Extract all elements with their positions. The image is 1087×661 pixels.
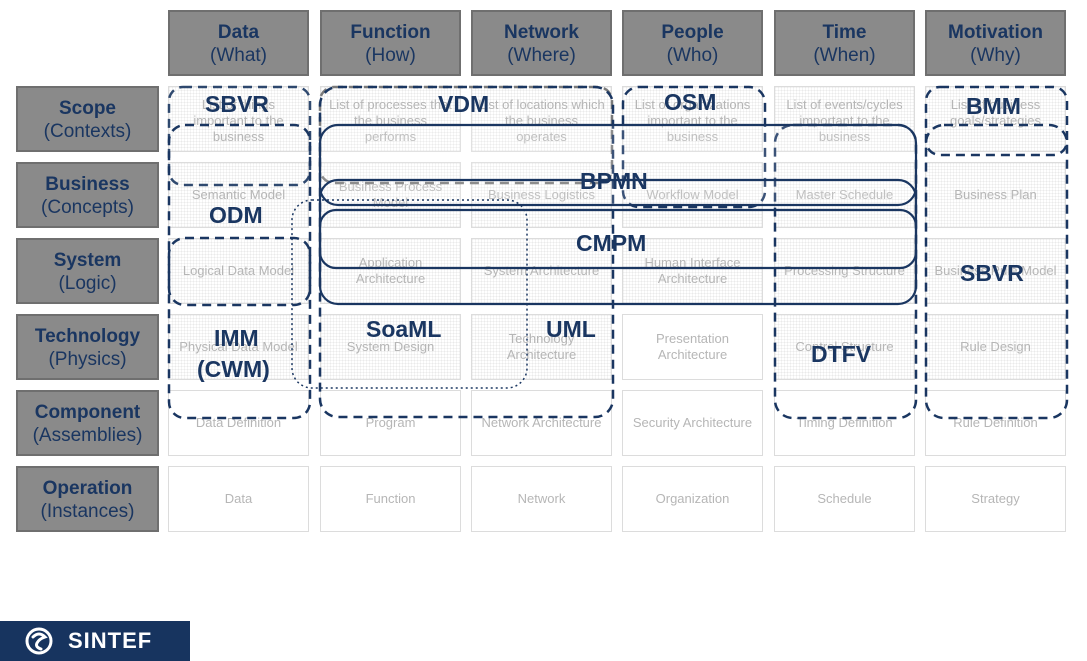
- cell-component-time: Timing Definition: [774, 390, 915, 456]
- cell-system-data: Logical Data Model: [168, 238, 309, 304]
- column-title: Motivation: [948, 22, 1043, 43]
- cell-technology-data: Physical Data Model: [168, 314, 309, 380]
- column-header-people: People (Who): [622, 10, 763, 76]
- column-title: Time: [822, 22, 867, 43]
- row-subtitle: (Physics): [48, 349, 127, 370]
- label-imm: IMM: [214, 325, 259, 351]
- row-title: Business: [45, 174, 130, 195]
- cell-operation-data: Data: [168, 466, 309, 532]
- cell-operation-time: Schedule: [774, 466, 915, 532]
- row-title: Component: [34, 402, 141, 423]
- cell-operation-network: Network: [471, 466, 612, 532]
- sintef-logo-text: SINTEF: [68, 628, 153, 653]
- label-dtfv: DTFV: [811, 341, 872, 367]
- label-sbvr-motivation: SBVR: [960, 260, 1024, 286]
- bmm-region: [924, 85, 1069, 157]
- osm-region: [621, 85, 767, 209]
- cell-system-motivation: Business Rule Model: [925, 238, 1066, 304]
- column-subtitle: (Where): [507, 45, 576, 66]
- column-title: Function: [350, 22, 431, 43]
- row-title: Technology: [34, 326, 141, 347]
- column-header-function: Function (How): [320, 10, 461, 76]
- row-header-operation: Operation (Instances): [16, 466, 159, 532]
- cell-business-function: Business Process Model: [320, 162, 461, 228]
- cell-component-data: Data Definition: [168, 390, 309, 456]
- column-title: Data: [217, 22, 260, 43]
- imm-region: [167, 236, 312, 420]
- label-osm: OSM: [664, 89, 717, 115]
- column-header-network: Network (Where): [471, 10, 612, 76]
- sintef-logo: SINTEF: [0, 621, 190, 661]
- label-bmm: BMM: [966, 93, 1021, 119]
- column-subtitle: (What): [210, 45, 267, 66]
- label-bpmn: BPMN: [580, 168, 648, 194]
- label-sbvr-scope: SBVR: [205, 91, 269, 117]
- cell-component-people: Security Architecture: [622, 390, 763, 456]
- cell-business-network: Business Logistics: [471, 162, 612, 228]
- sintef-swirl-icon: [25, 627, 53, 655]
- column-title: Network: [504, 22, 579, 43]
- cell-technology-function: System Design: [320, 314, 461, 380]
- cell-operation-motivation: Strategy: [925, 466, 1066, 532]
- cell-business-time: Master Schedule: [774, 162, 915, 228]
- row-subtitle: (Logic): [58, 273, 117, 294]
- cell-component-network: Network Architecture: [471, 390, 612, 456]
- cell-component-function: Program: [320, 390, 461, 456]
- cell-system-time: Processing Structure: [774, 238, 915, 304]
- cell-system-people: Human Interface Architecture: [622, 238, 763, 304]
- label-cmpm: CMPM: [576, 230, 647, 256]
- row-header-business: Business (Concepts): [16, 162, 159, 228]
- row-header-system: System (Logic): [16, 238, 159, 304]
- cell-operation-function: Function: [320, 466, 461, 532]
- row-title: System: [53, 250, 122, 271]
- label-soaml: SoaML: [366, 316, 442, 342]
- cell-business-data: Semantic Model: [168, 162, 309, 228]
- cell-business-motivation: Business Plan: [925, 162, 1066, 228]
- row-title: Scope: [58, 98, 117, 119]
- cmpm-region-inner: [318, 208, 918, 270]
- cell-system-network: System Architecture: [471, 238, 612, 304]
- sbvr-motivation-region: [924, 123, 1069, 420]
- cell-business-people: Workflow Model: [622, 162, 763, 228]
- column-title: People: [661, 22, 724, 43]
- column-subtitle: (Who): [666, 45, 719, 66]
- column-subtitle: (When): [813, 45, 876, 66]
- row-header-scope: Scope (Contexts): [16, 86, 159, 152]
- cell-technology-people: Presentation Architecture: [622, 314, 763, 380]
- column-subtitle: (Why): [970, 45, 1021, 66]
- cell-technology-motivation: Rule Design: [925, 314, 1066, 380]
- label-uml: UML: [546, 316, 596, 342]
- row-header-component: Component (Assemblies): [16, 390, 159, 456]
- odm-region: [167, 123, 312, 307]
- row-subtitle: (Concepts): [41, 197, 134, 218]
- cell-technology-network: Technology Architecture: [471, 314, 612, 380]
- bpmn-region: [318, 123, 918, 207]
- row-subtitle: (Assemblies): [32, 425, 143, 446]
- column-header-data: Data (What): [168, 10, 309, 76]
- row-subtitle: (Instances): [40, 501, 135, 522]
- column-header-motivation: Motivation (Why): [925, 10, 1066, 76]
- cell-system-function: Application Architecture: [320, 238, 461, 304]
- row-header-technology: Technology (Physics): [16, 314, 159, 380]
- row-subtitle: (Contexts): [43, 121, 132, 142]
- label-imm-cwm: (CWM): [197, 356, 270, 382]
- label-vdm: VDM: [438, 91, 490, 117]
- label-odm: ODM: [209, 202, 263, 228]
- cell-technology-time: Control Structure: [774, 314, 915, 380]
- column-subtitle: (How): [365, 45, 416, 66]
- soaml-region: [291, 199, 528, 389]
- column-header-time: Time (When): [774, 10, 915, 76]
- row-title: Operation: [42, 478, 133, 499]
- cell-operation-people: Organization: [622, 466, 763, 532]
